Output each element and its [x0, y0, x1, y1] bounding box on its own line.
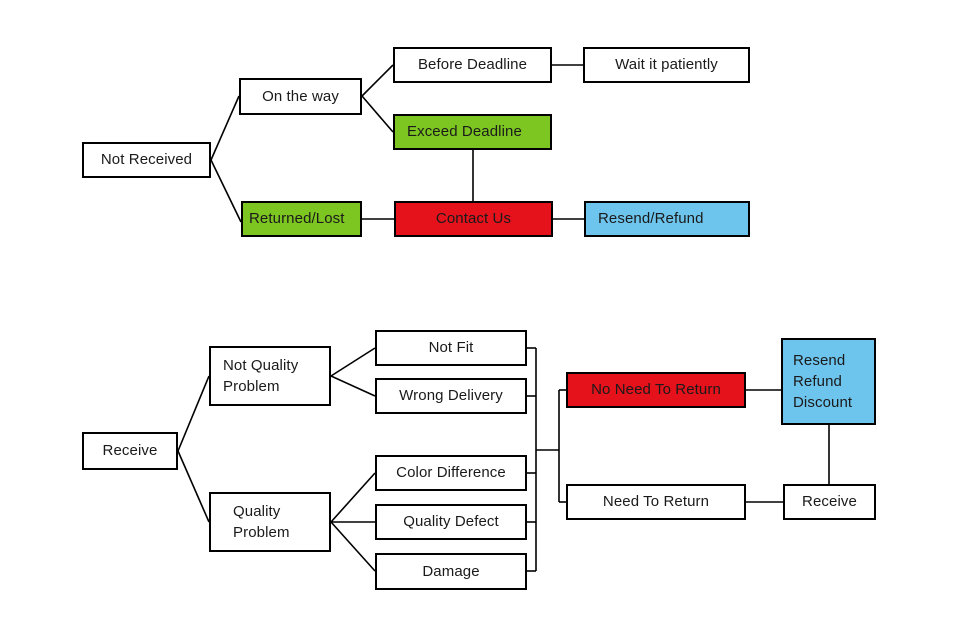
node-wait-it-patiently[interactable]: Wait it patiently [583, 47, 750, 83]
node-color-difference[interactable]: Color Difference [375, 455, 527, 491]
node-resend-refund[interactable]: Resend/Refund [584, 201, 750, 237]
node-exceed-deadline[interactable]: Exceed Deadline [393, 114, 552, 150]
node-wrong-delivery[interactable]: Wrong Delivery [375, 378, 527, 414]
node-quality-problem[interactable]: Quality Problem [209, 492, 331, 552]
edge-quality-problem-to-damage [330, 521, 376, 572]
edge-on-the-way-to-before-deadline [361, 64, 394, 97]
node-damage[interactable]: Damage [375, 553, 527, 590]
node-not-quality-problem[interactable]: Not Quality Problem [209, 346, 331, 406]
node-receive[interactable]: Receive [82, 432, 178, 470]
node-on-the-way[interactable]: On the way [239, 78, 362, 115]
edge-receive-to-not-quality-problem [177, 375, 210, 452]
node-before-deadline[interactable]: Before Deadline [393, 47, 552, 83]
node-not-fit[interactable]: Not Fit [375, 330, 527, 366]
edge-not-received-to-on-the-way [210, 95, 240, 161]
node-need-to-return[interactable]: Need To Return [566, 484, 746, 520]
edge-not-received-to-returned-lost [210, 159, 242, 223]
node-no-need-to-return[interactable]: No Need To Return [566, 372, 746, 408]
edge-not-quality-problem-to-wrong-delivery [330, 375, 376, 397]
node-contact-us[interactable]: Contact Us [394, 201, 553, 237]
edge-quality-problem-to-color-difference [330, 472, 376, 523]
node-resend-refund-discount[interactable]: Resend Refund Discount [781, 338, 876, 425]
edge-on-the-way-to-exceed-deadline [361, 95, 394, 133]
node-returned-lost[interactable]: Returned/Lost [241, 201, 362, 237]
node-not-received[interactable]: Not Received [82, 142, 211, 178]
node-quality-defect[interactable]: Quality Defect [375, 504, 527, 540]
edge-receive-to-quality-problem [177, 450, 210, 523]
edge-not-quality-problem-to-not-fit [330, 347, 376, 377]
node-receive-after-return[interactable]: Receive [783, 484, 876, 520]
